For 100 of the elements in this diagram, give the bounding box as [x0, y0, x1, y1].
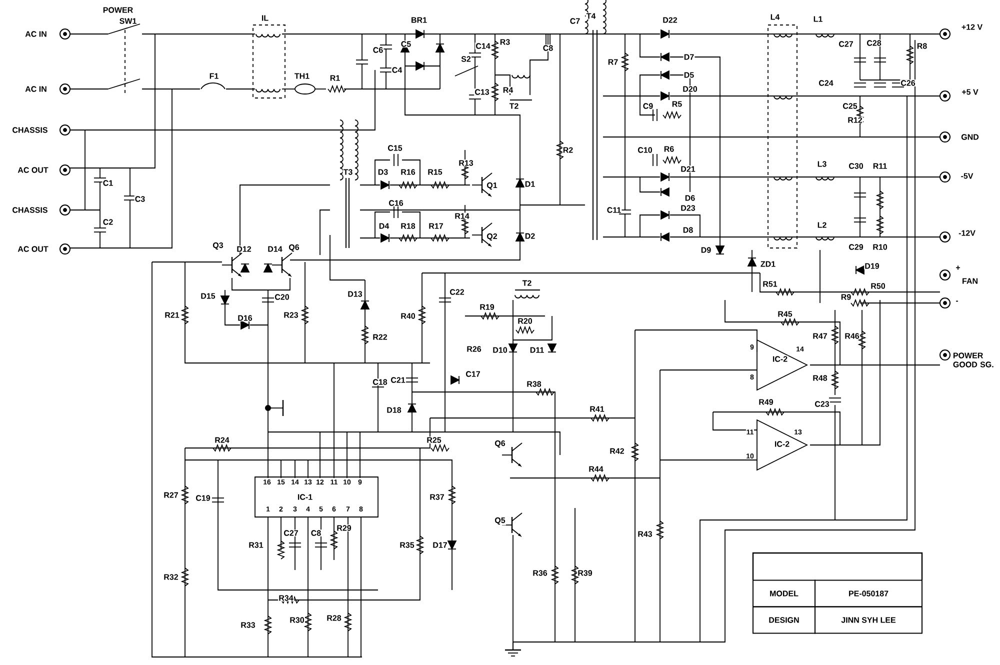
component-label: R4: [502, 86, 514, 94]
terminal-label: AC IN: [24, 30, 48, 38]
terminal-label: AC IN: [24, 86, 48, 92]
component-label: C20: [274, 294, 290, 300]
component-label: R46: [844, 332, 860, 340]
component-label: D6: [684, 194, 696, 202]
component-label: D18: [386, 406, 402, 414]
component-label: C1: [102, 180, 114, 186]
component-label: D15: [200, 292, 216, 300]
component-label: D21: [680, 166, 696, 172]
terminal-label: -12V: [958, 230, 976, 236]
component-label: R11: [872, 162, 888, 170]
terminal-label: CHASSIS: [12, 206, 48, 214]
component-label: R16: [400, 168, 416, 176]
component-label: C15: [387, 144, 403, 152]
component-label: D17: [432, 542, 448, 548]
component-label: C27: [838, 40, 854, 48]
component-label: R3: [499, 38, 511, 46]
component-label: R6: [663, 146, 675, 152]
component-label: Q5: [494, 516, 506, 526]
component-label: R7: [607, 58, 619, 66]
component-label: C2: [102, 218, 114, 226]
component-label: D8: [682, 226, 694, 234]
component-label: L4: [770, 14, 780, 20]
component-label: R17: [428, 222, 444, 230]
component-label: T4: [586, 12, 596, 20]
terminal-label: +: [955, 265, 961, 271]
component-label: C8: [542, 44, 554, 52]
component-label: R20: [517, 318, 533, 324]
component-label: R33: [240, 622, 256, 628]
component-label: R26: [466, 346, 482, 352]
component-label: IC-1: [296, 494, 314, 500]
component-label: R37: [429, 494, 445, 500]
component-label: R42: [609, 448, 625, 454]
component-label: R40: [400, 312, 416, 320]
component-label: R50: [870, 282, 886, 290]
component-label: C10: [637, 146, 653, 154]
component-label: C21: [390, 376, 406, 384]
component-label: L2: [816, 222, 828, 228]
component-label: R41: [589, 406, 605, 412]
component-label: D22: [662, 16, 678, 24]
component-label: SW1: [118, 18, 138, 24]
component-label: R31: [248, 542, 264, 548]
component-label: R15: [427, 168, 443, 176]
component-label: Q3: [212, 242, 224, 250]
component-label: R21: [164, 312, 180, 318]
component-label: C7: [569, 18, 581, 24]
component-label: D3: [377, 168, 389, 176]
component-label: R24: [214, 436, 230, 444]
component-label: D11: [529, 346, 545, 354]
component-label: R23: [283, 312, 299, 318]
terminal-label: +12 V: [960, 24, 984, 30]
terminal-label: +5 V: [961, 88, 979, 96]
component-label: R18: [400, 222, 416, 230]
component-label: R39: [577, 570, 593, 576]
component-label: S2: [460, 56, 472, 62]
component-label: C4: [391, 66, 403, 74]
component-label: C25: [842, 102, 858, 110]
component-label: D9: [700, 246, 712, 254]
component-label: Q6: [494, 440, 506, 448]
component-label: R1: [329, 74, 341, 82]
component-label: R43: [637, 530, 653, 538]
component-label: R29: [336, 524, 352, 532]
component-label: C22: [449, 288, 465, 296]
component-label: R44: [588, 466, 604, 472]
component-label: R48: [812, 374, 828, 382]
component-label: R13: [458, 160, 474, 166]
component-label: R45: [777, 310, 793, 318]
component-label: T2: [508, 102, 520, 110]
component-label: IC-2: [774, 440, 790, 448]
component-label: D23: [680, 204, 696, 212]
component-label: C13: [474, 88, 490, 96]
component-label: D13: [347, 290, 363, 298]
component-label: D4: [378, 222, 390, 230]
terminal-label: -5V: [960, 172, 974, 180]
table-cell: DESIGN: [752, 606, 816, 634]
component-label: Q2: [486, 232, 498, 242]
component-label: R47: [812, 332, 828, 340]
component-label: R5: [671, 100, 683, 108]
component-label: C11: [606, 206, 622, 214]
component-label: C19: [195, 494, 211, 502]
component-label: C8: [310, 530, 322, 536]
component-label: R32: [163, 574, 179, 580]
terminal-label: FAN: [961, 278, 979, 284]
component-label: D16: [237, 314, 253, 322]
component-label: C26: [900, 80, 916, 86]
component-label: C3: [134, 196, 146, 202]
component-label: C30: [848, 162, 864, 170]
component-label: R12: [847, 116, 863, 124]
component-label: R10: [872, 244, 888, 250]
component-label: L3: [816, 160, 828, 168]
component-label: C9: [642, 102, 654, 110]
component-label: BR1: [410, 16, 428, 24]
component-label: C16: [388, 200, 404, 206]
table-cell: PE-050187: [814, 580, 922, 608]
component-label: POWER: [102, 6, 134, 14]
component-label: T2: [522, 280, 532, 286]
component-label: D12: [236, 246, 252, 252]
component-label: C18: [372, 378, 388, 386]
table-cell: JINN SYH LEE: [814, 606, 922, 634]
